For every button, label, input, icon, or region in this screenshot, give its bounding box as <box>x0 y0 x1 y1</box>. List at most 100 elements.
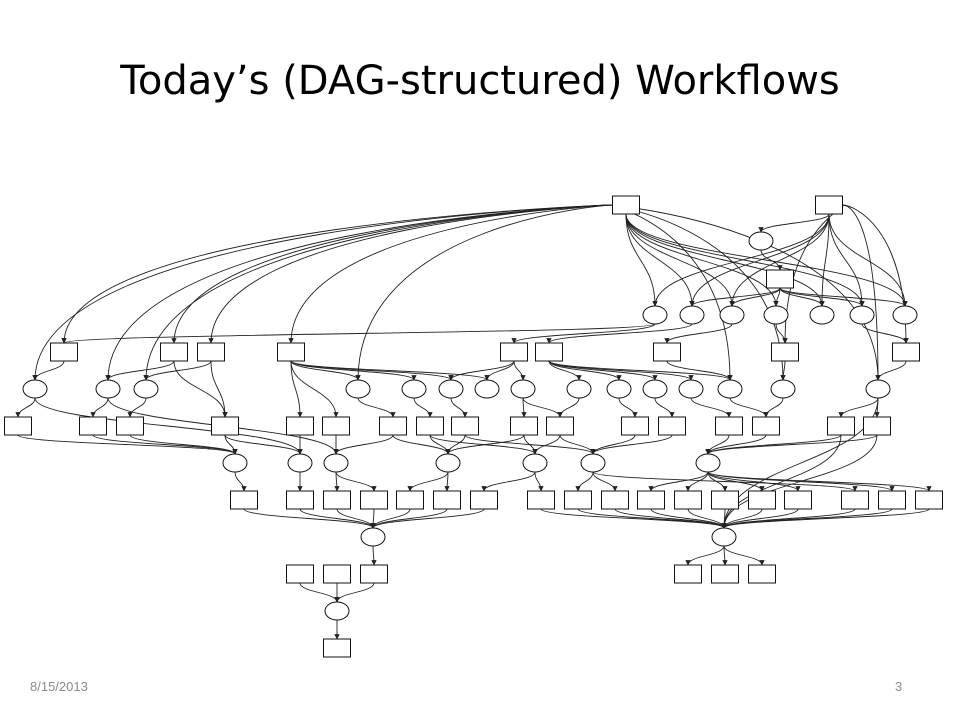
dag-data-node <box>679 305 705 325</box>
dag-edge <box>335 471 377 492</box>
dag-job-node <box>286 564 314 584</box>
dag-job-node <box>748 490 776 510</box>
dag-edge <box>625 213 735 307</box>
dag-job-node <box>771 342 799 362</box>
dag-edge <box>721 434 842 529</box>
dag-edge <box>290 360 303 418</box>
dag-edge <box>210 360 228 418</box>
dag-edge <box>290 360 361 381</box>
dag-edge <box>299 582 340 603</box>
dag-job-node <box>892 342 920 362</box>
dag-edge <box>370 508 485 529</box>
dag-edge <box>828 213 865 307</box>
dag-job-node <box>564 490 592 510</box>
dag-edge <box>729 213 830 307</box>
dag-edge <box>625 213 825 307</box>
dag-edge <box>370 508 411 529</box>
dag-edge <box>650 508 727 529</box>
dag-job-node <box>470 490 498 510</box>
dag-data-node <box>642 305 668 325</box>
dag-edge <box>413 397 433 418</box>
dag-edge <box>290 360 454 381</box>
dag-edge <box>590 434 636 455</box>
dag-edge <box>17 434 238 455</box>
dag-job-node <box>601 490 629 510</box>
dag-edge <box>534 471 544 492</box>
dag-edge <box>34 397 303 455</box>
dag-edge <box>779 287 865 307</box>
dag-job-node <box>711 490 739 510</box>
dag-nodes <box>4 195 943 658</box>
dag-edge <box>513 360 526 381</box>
dag-edge <box>705 434 878 455</box>
dag-data-node <box>287 453 313 473</box>
dag-data-node <box>763 305 789 325</box>
dag-data-node <box>678 379 704 399</box>
dag-data-node <box>719 305 745 325</box>
dag-data-node <box>133 379 159 399</box>
dag-job-node <box>510 416 538 436</box>
dag-data-node <box>865 379 891 399</box>
dag-job-node <box>433 490 461 510</box>
dag-data-node <box>711 527 737 547</box>
dag-edge <box>666 360 733 381</box>
dag-job-node <box>230 490 258 510</box>
dag-edge <box>546 323 693 344</box>
dag-edge <box>143 360 212 381</box>
dag-data-node <box>809 305 835 325</box>
dag-job-node <box>360 564 388 584</box>
dag-edge <box>689 213 830 307</box>
dag-edge <box>592 471 858 492</box>
dag-edge <box>625 213 865 307</box>
dag-data-node <box>435 453 461 473</box>
dag-edges <box>15 204 932 640</box>
dag-data-node <box>438 379 464 399</box>
dag-data-node <box>770 379 796 399</box>
dag-job-node <box>674 490 702 510</box>
dag-data-node <box>606 379 632 399</box>
dag-edge <box>721 508 930 529</box>
dag-edge <box>625 213 658 307</box>
dag-edge <box>171 204 613 344</box>
dag-edge <box>355 204 613 381</box>
slide-number: 3 <box>895 679 903 694</box>
dag-edge <box>334 471 340 492</box>
dag-job-node <box>784 490 812 510</box>
dag-edge <box>722 545 728 566</box>
dag-job-node <box>322 416 350 436</box>
dag-job-node <box>211 416 239 436</box>
dag-edge <box>464 434 596 455</box>
dag-job-node <box>396 490 424 510</box>
dag-edge <box>290 360 490 381</box>
dag-data-node <box>323 453 349 473</box>
dag-edge <box>127 397 147 418</box>
dag-data-node <box>324 601 350 621</box>
dag-edge <box>61 323 656 344</box>
dag-edge <box>625 213 908 307</box>
dag-data-node <box>748 231 774 251</box>
dag-data-node <box>222 453 248 473</box>
dag-edge <box>685 545 725 566</box>
dag-edge <box>723 545 765 566</box>
dag-job-node <box>323 638 351 658</box>
dag-edge <box>444 471 450 492</box>
dag-edge <box>61 204 613 344</box>
dag-edge <box>129 434 238 455</box>
dag-edge <box>592 471 618 492</box>
dag-edge <box>575 471 594 492</box>
dag-edge <box>819 213 830 307</box>
dag-job-node <box>116 416 144 436</box>
dag-edge <box>90 397 109 418</box>
dag-data-node <box>22 379 48 399</box>
dag-data-node <box>474 379 500 399</box>
dag-data-node <box>345 379 371 399</box>
dag-edge <box>685 471 709 492</box>
dag-edge <box>775 323 788 344</box>
dag-data-node <box>522 453 548 473</box>
dag-data-node <box>695 453 721 473</box>
dag-edge <box>875 360 907 381</box>
dag-job-node <box>621 416 649 436</box>
dag-edge <box>243 508 376 529</box>
dag-edge <box>758 213 830 233</box>
dag-edge <box>842 204 909 344</box>
